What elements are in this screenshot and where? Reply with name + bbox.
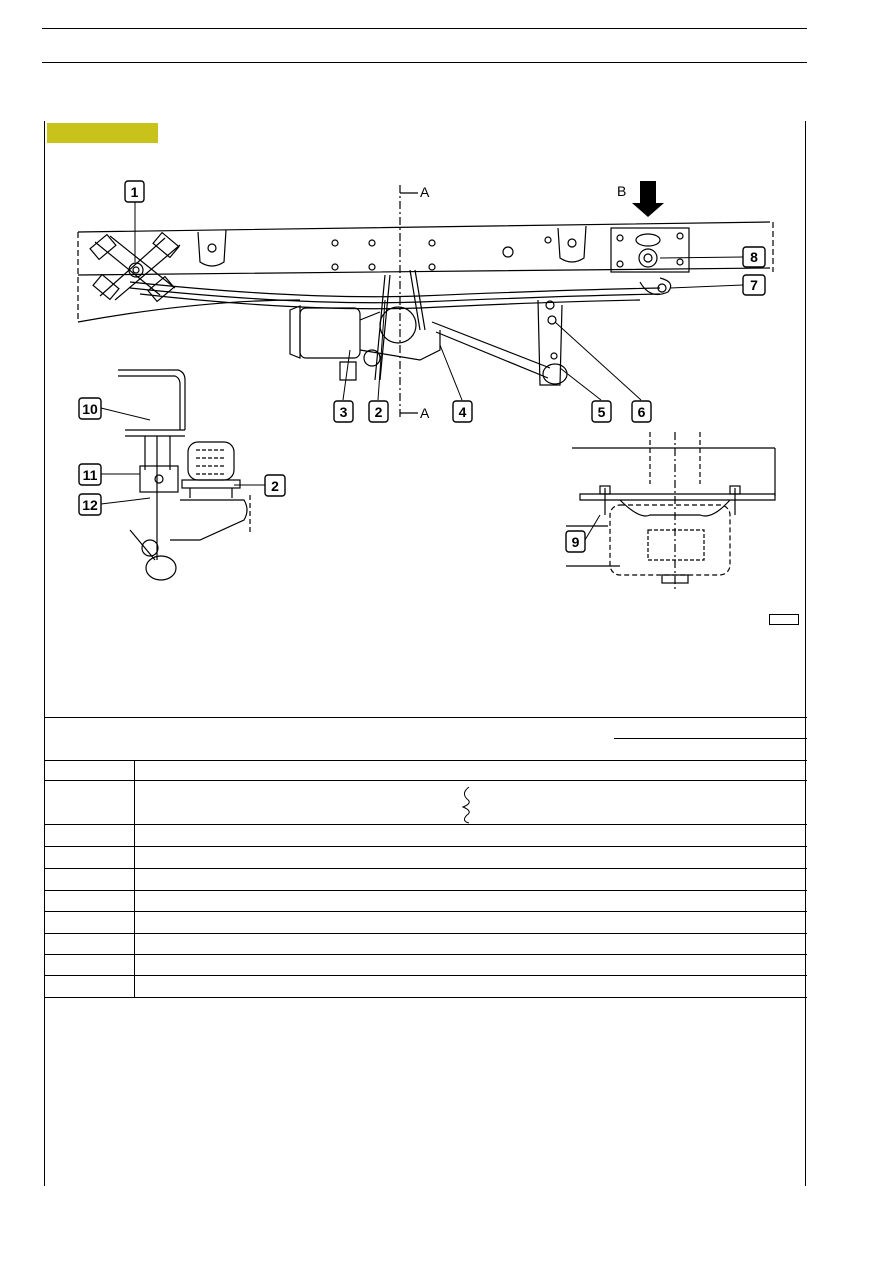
table-rule-top — [45, 717, 807, 718]
callout-5: 5 — [598, 404, 606, 420]
section-label-a-bottom: A — [420, 405, 430, 421]
table-row — [45, 912, 807, 934]
table-row — [45, 955, 807, 976]
callout-7: 7 — [750, 277, 758, 293]
callout-9: 9 — [572, 534, 580, 550]
table-row — [45, 891, 807, 912]
callout-2-detail: 2 — [271, 478, 279, 494]
table-row — [45, 825, 807, 847]
section-label-a-top: A — [420, 184, 430, 200]
callout-2-main: 2 — [375, 404, 383, 420]
brace-icon — [461, 786, 470, 824]
table-row — [45, 976, 807, 998]
callout-6: 6 — [638, 404, 646, 420]
callout-11: 11 — [83, 467, 98, 483]
callout-12: 12 — [82, 497, 98, 513]
callout-4: 4 — [459, 404, 467, 420]
callout-10: 10 — [82, 401, 98, 417]
section-tab — [47, 123, 158, 143]
callout-1: 1 — [131, 184, 139, 200]
table-row — [45, 781, 807, 825]
table-row — [45, 934, 807, 955]
table-row — [45, 760, 807, 781]
table-rule-sub — [614, 738, 807, 739]
callout-3: 3 — [340, 404, 348, 420]
table-row — [45, 847, 807, 869]
table-row — [45, 869, 807, 891]
header-rule-bottom — [42, 62, 807, 63]
figure-ref-box — [769, 614, 799, 625]
callout-8: 8 — [750, 249, 758, 265]
page-frame — [44, 121, 806, 1186]
section-label-b: B — [617, 183, 626, 199]
header-rule-top — [42, 28, 807, 29]
